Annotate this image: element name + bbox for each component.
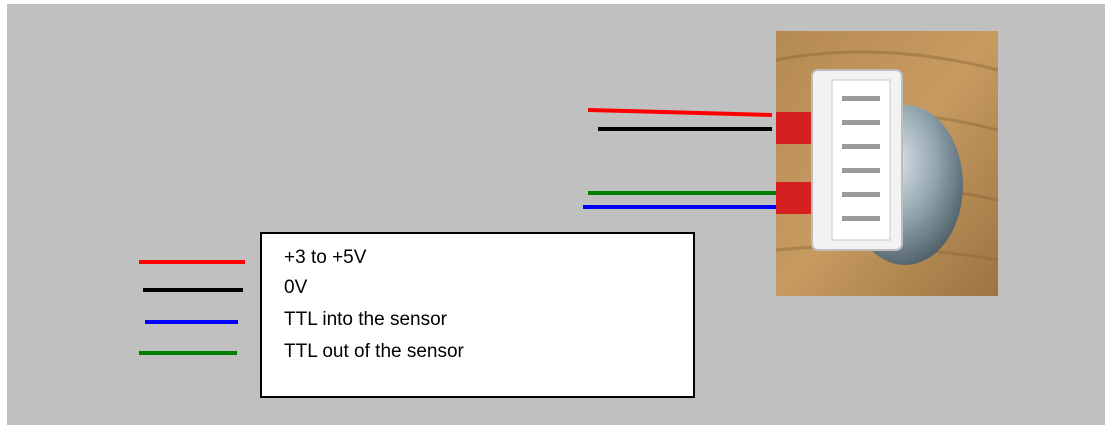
legend-label-ttl-out: TTL out of the sensor xyxy=(284,341,464,362)
connector-pins xyxy=(842,96,880,221)
connector-face xyxy=(831,79,891,241)
legend-label-ground: 0V xyxy=(284,277,308,298)
legend-line-green xyxy=(139,351,237,355)
legend-line-red xyxy=(139,260,245,264)
legend-label-power: +3 to +5V xyxy=(284,247,367,268)
wire-red-line xyxy=(587,108,773,117)
legend-line-blue xyxy=(145,320,238,324)
legend-label-ttl-in: TTL into the sensor xyxy=(284,309,447,330)
sensor-photo xyxy=(775,31,999,296)
legend-line-black xyxy=(143,288,243,292)
legend-box: +3 to +5V 0V TTL into the sensor TTL out… xyxy=(260,232,695,398)
